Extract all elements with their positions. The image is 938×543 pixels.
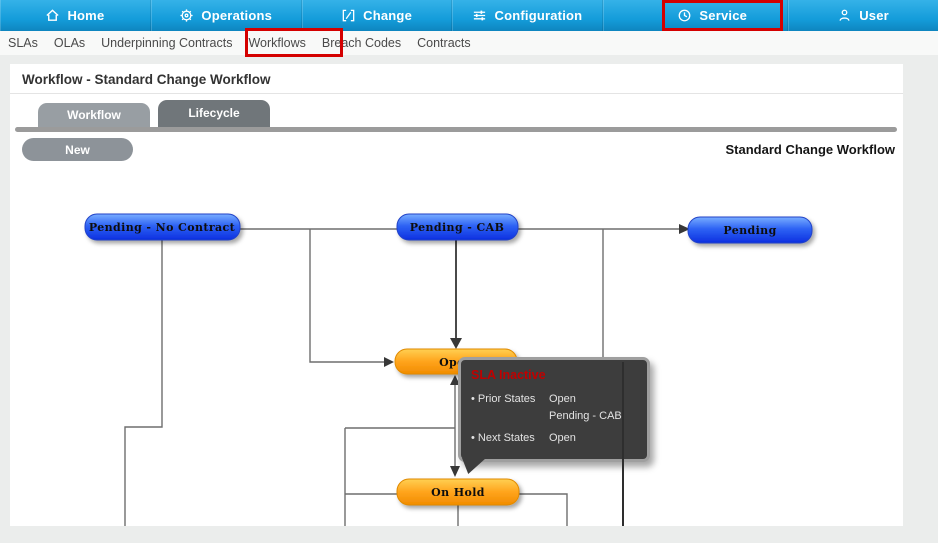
- home-icon: [46, 9, 60, 21]
- subnav-item-underpinning-contracts[interactable]: Underpinning Contracts: [101, 36, 233, 50]
- workflow-node-on-hold[interactable]: On Hold: [396, 478, 520, 506]
- subnav-item-contracts[interactable]: Contracts: [417, 36, 471, 50]
- node-label: Pending - No Contract: [89, 221, 236, 234]
- person-icon: [839, 9, 850, 21]
- node-label: On Hold: [431, 486, 485, 499]
- title-separator: [10, 93, 903, 94]
- nav-label: Configuration: [494, 8, 583, 23]
- nav-item-user[interactable]: User: [788, 0, 938, 31]
- tooltip-row-next-states: Next States Open: [471, 430, 637, 447]
- change-icon: [342, 9, 355, 22]
- sla-tooltip: SLA Inactive Prior States Open Pending -…: [458, 357, 650, 474]
- nav-item-change[interactable]: Change: [302, 0, 453, 31]
- tooltip-row-prior-states: Prior States Open Pending - CAB: [471, 391, 637, 425]
- node-label: Pending: [723, 224, 776, 237]
- nav-item-configuration[interactable]: Configuration: [452, 0, 604, 31]
- workflow-node-pending[interactable]: Pending: [687, 216, 813, 244]
- subnav-item-olas[interactable]: OLAs: [53, 36, 86, 50]
- connector-line-over-tooltip: [622, 362, 624, 526]
- sliders-icon: [474, 10, 486, 21]
- tab-workflow[interactable]: Workflow: [38, 103, 150, 127]
- arrowheads: [384, 224, 690, 477]
- sub-navigation: SLAs OLAs Underpinning Contracts Workflo…: [0, 31, 938, 55]
- subnav-item-workflows[interactable]: Workflows: [248, 36, 306, 50]
- tooltip-row-label: Next States: [471, 430, 549, 447]
- workflow-name-label: Standard Change Workflow: [725, 142, 896, 157]
- workflow-node-pending-no-contract[interactable]: Pending - No Contract: [84, 213, 241, 241]
- workflow-node-pending-cab[interactable]: Pending - CAB: [396, 213, 519, 241]
- clock-icon: [678, 9, 691, 22]
- tooltip-row-values: Open Pending - CAB: [549, 393, 622, 423]
- page-title: Workflow - Standard Change Workflow: [22, 72, 271, 87]
- nav-item-operations[interactable]: Operations: [151, 0, 302, 31]
- nav-label: Service: [699, 8, 748, 23]
- tab-lifecycle[interactable]: Lifecycle: [158, 100, 270, 127]
- wheel-icon: [180, 9, 194, 22]
- new-button[interactable]: New: [22, 138, 133, 161]
- subnav-item-slas[interactable]: SLAs: [8, 36, 38, 50]
- nav-label: Operations: [201, 8, 273, 23]
- nav-label: Home: [67, 8, 105, 23]
- tooltip-title: SLA Inactive: [471, 368, 546, 382]
- tooltip-row-values: Open: [549, 432, 576, 445]
- tab-bar: [15, 127, 897, 132]
- nav-item-service[interactable]: Service: [603, 0, 789, 31]
- nav-item-home[interactable]: Home: [0, 0, 151, 31]
- nav-label: User: [859, 8, 889, 23]
- nav-label: Change: [363, 8, 412, 23]
- tooltip-row-label: Prior States: [471, 391, 549, 425]
- node-label: Pending - CAB: [410, 221, 505, 234]
